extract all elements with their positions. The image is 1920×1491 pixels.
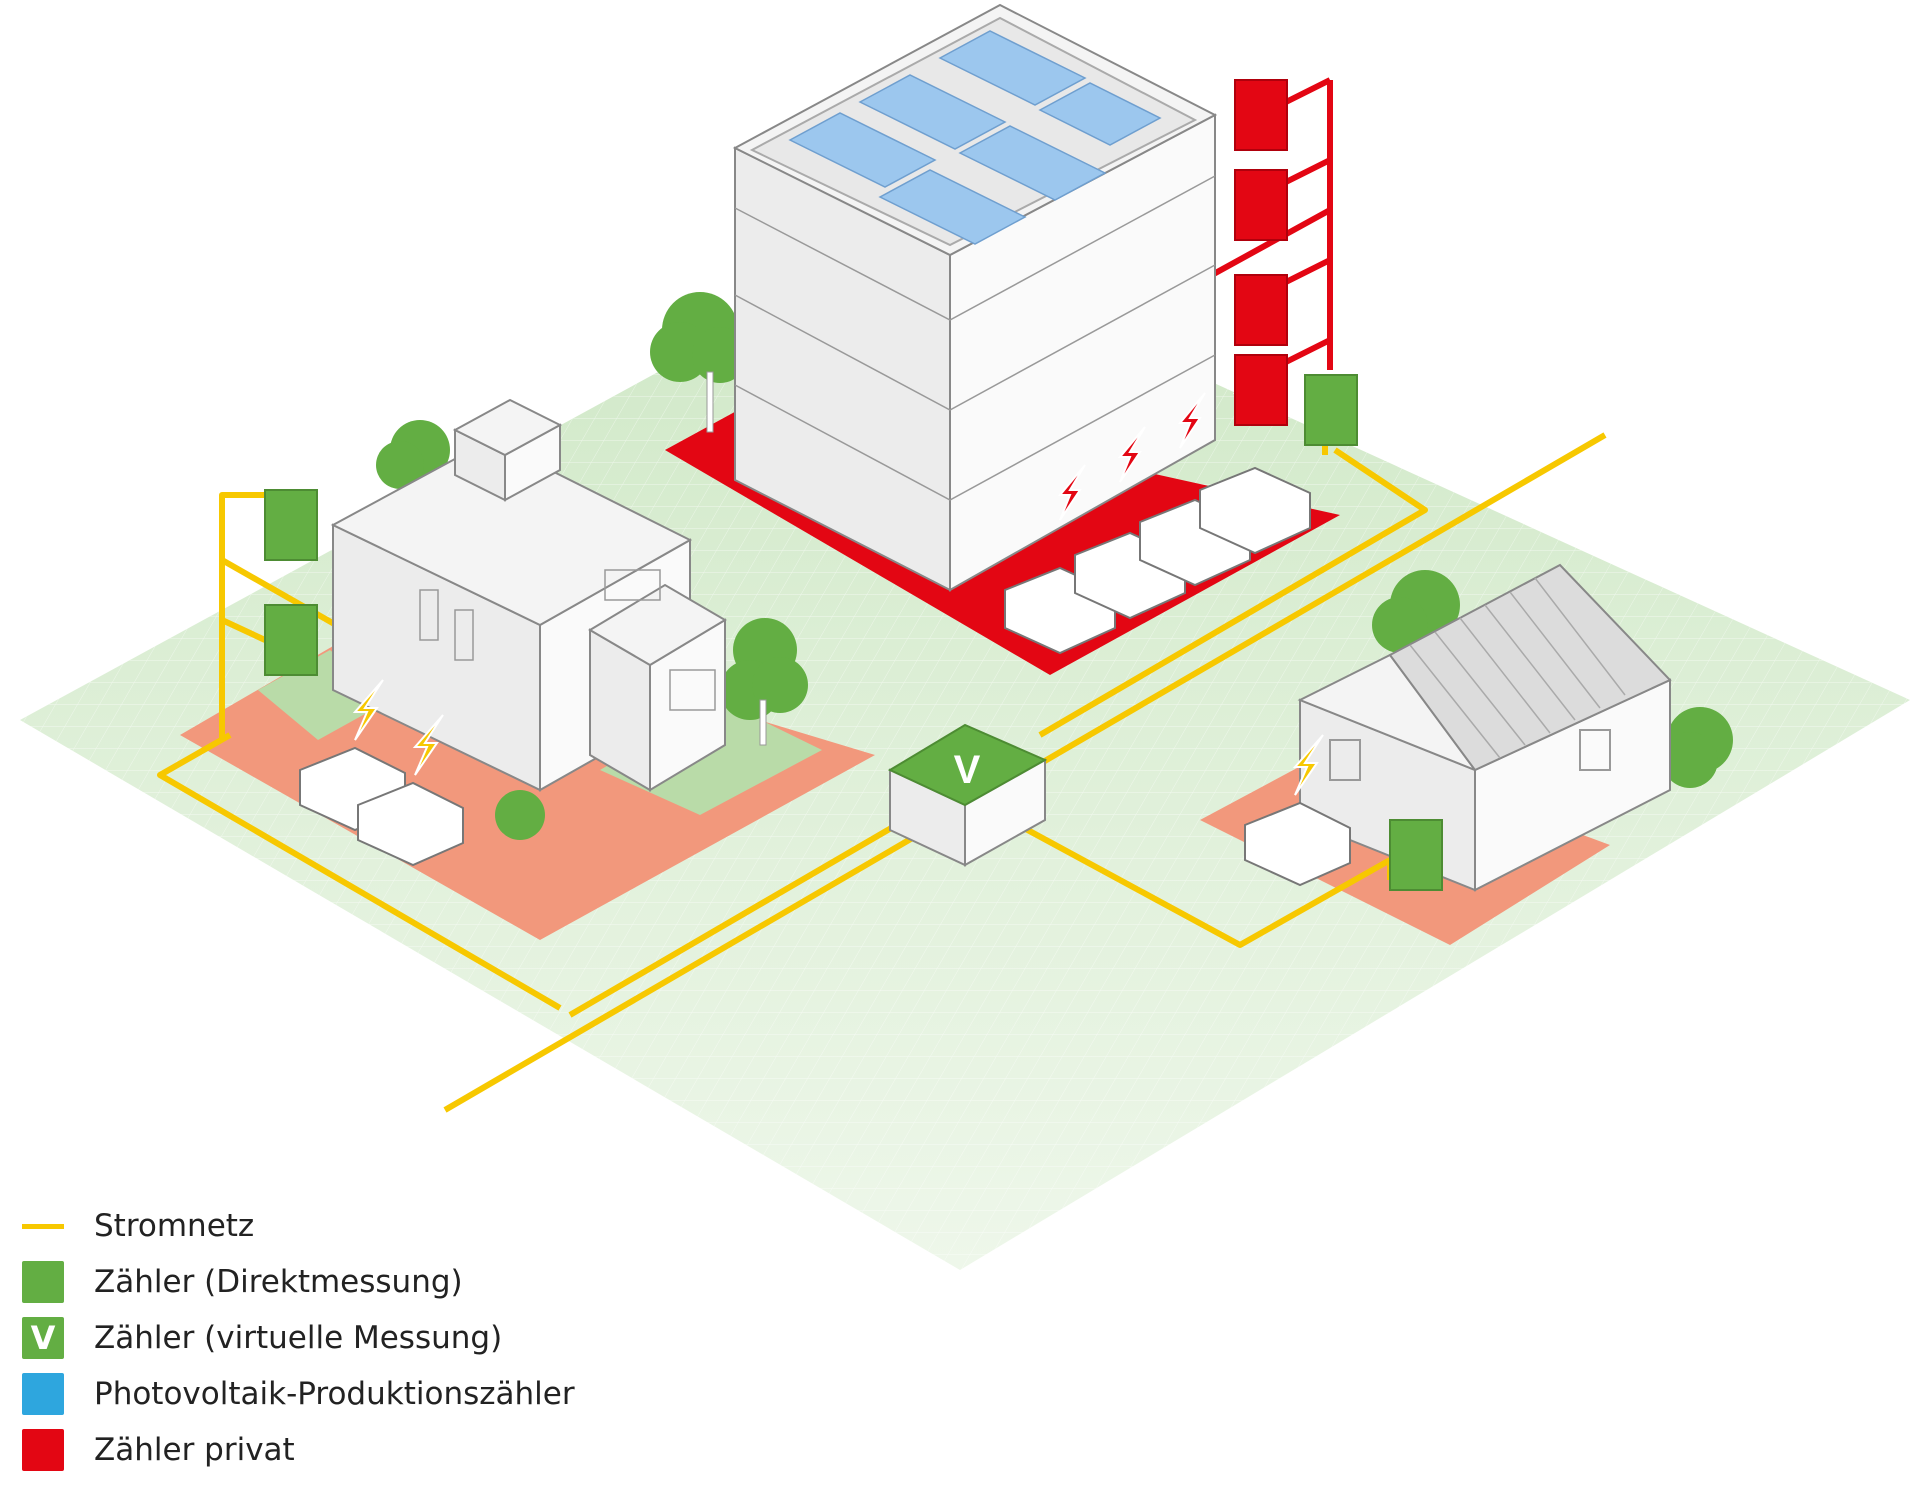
virtual-meter-icon: V xyxy=(22,1317,64,1359)
pv-meter-icon xyxy=(22,1373,64,1415)
office-building xyxy=(732,3,1218,592)
direct-meter-house-1 xyxy=(264,489,318,561)
direct-meter-barn xyxy=(1389,819,1443,891)
legend-label: Zähler privat xyxy=(94,1432,295,1468)
legend-label: Zähler (Direktmessung) xyxy=(94,1264,463,1300)
direct-meter-office xyxy=(1304,374,1358,446)
barn-ev-car xyxy=(1244,734,1351,887)
private-meter-3 xyxy=(1234,274,1288,346)
trees xyxy=(376,292,1733,840)
private-meter-2 xyxy=(1234,169,1288,241)
legend-label: Photovoltaik-Produktionszähler xyxy=(94,1376,575,1412)
direct-meter-icon xyxy=(22,1261,64,1303)
office-ev-cars xyxy=(1004,362,1311,655)
legend-label: Stromnetz xyxy=(94,1208,255,1244)
house-left xyxy=(330,398,727,792)
direct-meter-house-2 xyxy=(264,604,318,676)
legend-item-private-meter: Zähler privat xyxy=(22,1422,575,1478)
barn-right xyxy=(1297,563,1672,892)
legend-item-pv-meter: Photovoltaik-Produktionszähler xyxy=(22,1366,575,1422)
private-meter-1 xyxy=(1234,79,1288,151)
house-ev-cars xyxy=(299,679,464,867)
private-meter-icon xyxy=(22,1429,64,1471)
grid-line-icon xyxy=(22,1223,64,1229)
office-windows-left xyxy=(734,175,1216,501)
other-direct-meters xyxy=(1304,374,1443,891)
virtual-meter-letter: V xyxy=(954,748,981,792)
house-direct-meters xyxy=(264,489,318,676)
legend-item-virtual-meter: V Zähler (virtuelle Messung) xyxy=(22,1310,575,1366)
solar-panels xyxy=(788,30,1162,245)
private-meter-4 xyxy=(1234,354,1288,426)
legend-item-grid: Stromnetz xyxy=(22,1198,575,1254)
legend-item-direct-meter: Zähler (Direktmessung) xyxy=(22,1254,575,1310)
private-meters xyxy=(1234,79,1288,426)
legend-label: Zähler (virtuelle Messung) xyxy=(94,1320,503,1356)
legend: Stromnetz Zähler (Direktmessung) V Zähle… xyxy=(22,1198,575,1478)
virtual-meter-kiosk: V xyxy=(887,723,1048,867)
